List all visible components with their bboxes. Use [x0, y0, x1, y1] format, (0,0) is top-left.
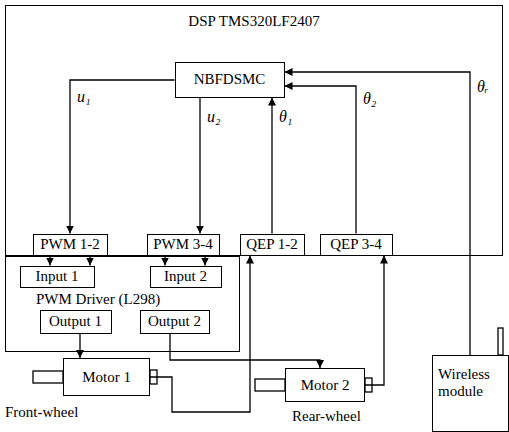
signal-connector [49, 256, 50, 266]
signal-connector [150, 256, 250, 413]
driver-box: PWM Driver (L298) Input 1 Input 2 Output 1 O… [5, 256, 240, 352]
signal-name: θ₁ [278, 108, 293, 126]
controller-box: NBFDSMC [175, 62, 285, 98]
signal-name: θᵣ [476, 78, 490, 96]
box-label: Input 2 [164, 268, 207, 285]
pwm-port: PWM 3-4 [147, 234, 220, 256]
signal-name: u₁ [76, 88, 92, 106]
box-label: Motor 2 [301, 377, 350, 394]
box-label: PWM 1-2 [40, 236, 100, 253]
signal-connector [204, 256, 205, 266]
signal-connector [285, 86, 357, 234]
signal-connector [170, 334, 320, 369]
qep-port: QEP 1-2 [240, 234, 305, 256]
signal-connector [70, 80, 175, 234]
signal-connector [164, 256, 165, 266]
motor-shaft [33, 371, 63, 383]
box-label: PWM 3-4 [153, 236, 213, 253]
antenna [498, 328, 503, 355]
motor-shaft [255, 379, 285, 391]
wheel-label: Front-wheel [5, 404, 78, 421]
box-label: PWM Driver (L298) [36, 291, 160, 308]
signal-connector [285, 72, 471, 355]
box-label: Output 2 [148, 313, 201, 330]
driver-output: Output 2 [140, 310, 210, 334]
driver-input: Input 2 [150, 266, 222, 288]
signal-connector [199, 98, 200, 234]
signal-connector [271, 98, 272, 234]
motor-box: Motor 2 [285, 368, 365, 402]
qep-port: QEP 3-4 [320, 234, 393, 256]
box-label: Motor 1 [82, 369, 131, 386]
signal-connector [365, 256, 384, 386]
motor-box: Motor 1 [63, 358, 150, 396]
box-label: Output 1 [49, 313, 102, 330]
box-label: NBFDSMC [194, 71, 266, 88]
wheel-label: Rear-wheel [292, 408, 361, 425]
box-label: Wireless module [438, 366, 500, 399]
driver-input: Input 1 [20, 266, 95, 288]
driver-output: Output 1 [40, 310, 112, 334]
box-label: Input 1 [36, 268, 79, 285]
dsp-board: DSP TMS320LF2407NBFDSMC PWM 1-2 PWM 3-4 QEP… [5, 5, 503, 256]
signal-name: θ₂ [362, 90, 377, 108]
box-label: DSP TMS320LF2407 [6, 13, 502, 30]
pwm-port: PWM 1-2 [33, 234, 108, 256]
signal-connector [79, 334, 80, 359]
box-label: QEP 1-2 [246, 236, 298, 253]
box-label: QEP 3-4 [330, 236, 382, 253]
signal-connector [89, 256, 90, 266]
wireless-module: Wireless module [432, 355, 509, 432]
signal-name: u₂ [206, 108, 222, 126]
